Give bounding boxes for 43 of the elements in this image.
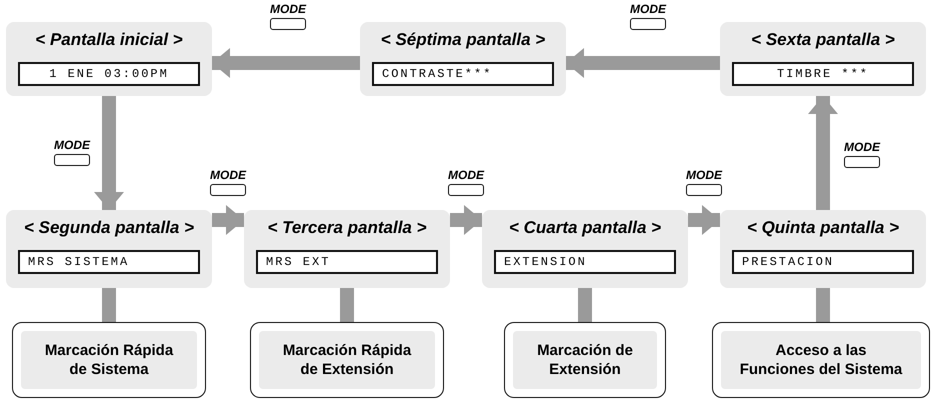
screen-panel: [720, 210, 926, 288]
function-box: [250, 322, 444, 398]
screen-title: < Pantalla inicial >: [34, 30, 184, 50]
screen-panel: [482, 210, 688, 288]
screen-title: < Sexta pantalla >: [750, 30, 896, 50]
edge-label: MODE: [686, 168, 722, 182]
screen-panel: [360, 22, 566, 96]
lcd-display: MRS EXT: [256, 250, 438, 274]
function-box: [504, 322, 666, 398]
function-box: [12, 322, 206, 398]
function-label: Acceso a las Funciones del Sistema: [738, 341, 904, 379]
arrow: [94, 96, 124, 210]
edge-label: MODE: [54, 138, 90, 152]
screen-panel: [6, 210, 212, 288]
arrow: [688, 205, 720, 235]
screen-title: < Quinta pantalla >: [746, 218, 900, 238]
lcd-display: PRESTACION: [732, 250, 914, 274]
function-box: [712, 322, 930, 398]
edge-label: MODE: [210, 168, 246, 182]
arrow: [450, 205, 482, 235]
arrow: [212, 48, 360, 78]
lcd-display: CONTRASTE***: [372, 62, 554, 86]
edge-label: MODE: [844, 140, 880, 154]
lcd-display: 1 ENE 03:00PM: [18, 62, 200, 86]
arrow: [212, 205, 244, 235]
screen-title: < Cuarta pantalla >: [508, 218, 662, 238]
edge-label: MODE: [448, 168, 484, 182]
screen-title: < Tercera pantalla >: [266, 218, 428, 238]
lcd-display: MRS SISTEMA: [18, 250, 200, 274]
lcd-display: EXTENSION: [494, 250, 676, 274]
function-label: Marcación Rápida de Sistema: [44, 341, 174, 379]
edge-label: MODE: [630, 2, 666, 16]
function-label: Marcación de Extensión: [536, 341, 634, 379]
lcd-display: TIMBRE ***: [732, 62, 914, 86]
edge-label: MODE: [270, 2, 306, 16]
arrow: [566, 48, 720, 78]
screen-panel: [720, 22, 926, 96]
screen-title: < Segunda pantalla >: [22, 218, 196, 238]
screen-panel: [6, 22, 212, 96]
screen-title: < Séptima pantalla >: [380, 30, 546, 50]
screen-panel: [244, 210, 450, 288]
arrow: [808, 96, 838, 210]
function-label: Marcación Rápida de Extensión: [282, 341, 412, 379]
